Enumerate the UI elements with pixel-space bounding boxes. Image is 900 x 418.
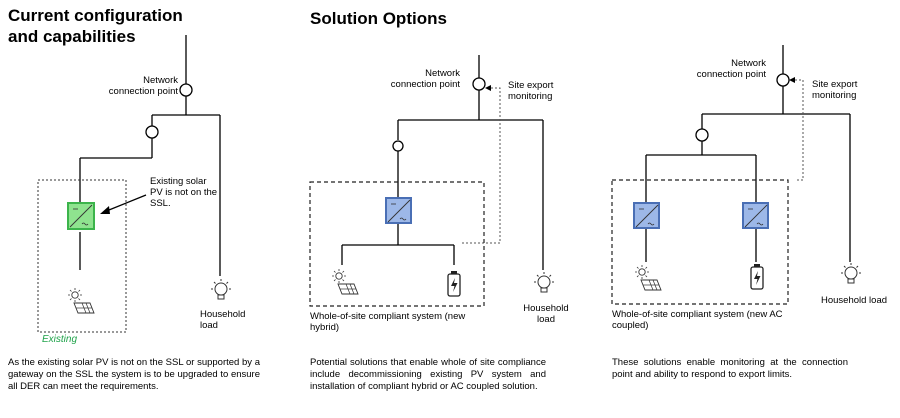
solution-options-title: Solution Options: [310, 9, 447, 28]
network-label-middle: Network connection point: [390, 68, 460, 90]
ac-coupled-system-boundary: [611, 179, 789, 305]
pv-inverter-icon-right: [633, 202, 660, 229]
existing-system-boundary: [37, 179, 127, 333]
household-bulb-icon-left: [210, 278, 232, 300]
middle-description: Potential solutions that enable whole of…: [310, 357, 546, 392]
monitoring-label-middle: Site export monitoring: [508, 80, 554, 102]
household-label-left: Household load: [200, 309, 246, 331]
ac-coupled-system-label: Whole-of-site compliant system (new AC c…: [612, 309, 783, 331]
hybrid-system-boundary: [309, 181, 485, 307]
hybrid-system-label: Whole-of-site compliant system (new hybr…: [310, 311, 466, 333]
existing-label: Existing: [42, 334, 78, 345]
battery-icon-middle: [447, 270, 461, 297]
existing-solar-panel-icon: [67, 287, 95, 314]
battery-inverter-icon-right: [742, 202, 769, 229]
monitoring-label-right: Site export monitoring: [812, 79, 858, 101]
household-label-right: Household load: [821, 295, 888, 306]
network-label-left: Network connection point: [108, 75, 178, 97]
network-label-right: Network connection point: [696, 58, 766, 80]
existing-pv-annotation: Existing solar PV is not on the SSL.: [150, 176, 218, 209]
hybrid-inverter-icon: [385, 197, 412, 224]
left-description: As the existing solar PV is not on the S…: [8, 357, 260, 392]
household-bulb-icon-middle: [533, 271, 555, 293]
solar-panel-icon-middle: [331, 268, 359, 295]
right-description: These solutions enable monitoring at the…: [612, 357, 848, 380]
solar-panel-icon-right: [634, 264, 662, 291]
household-bulb-icon-right: [840, 262, 862, 284]
existing-inverter-icon: [67, 202, 95, 230]
battery-icon-right: [750, 263, 764, 290]
household-label-middle: Household load: [523, 303, 569, 325]
current-config-title: Current configuration and capabilities: [8, 6, 183, 46]
